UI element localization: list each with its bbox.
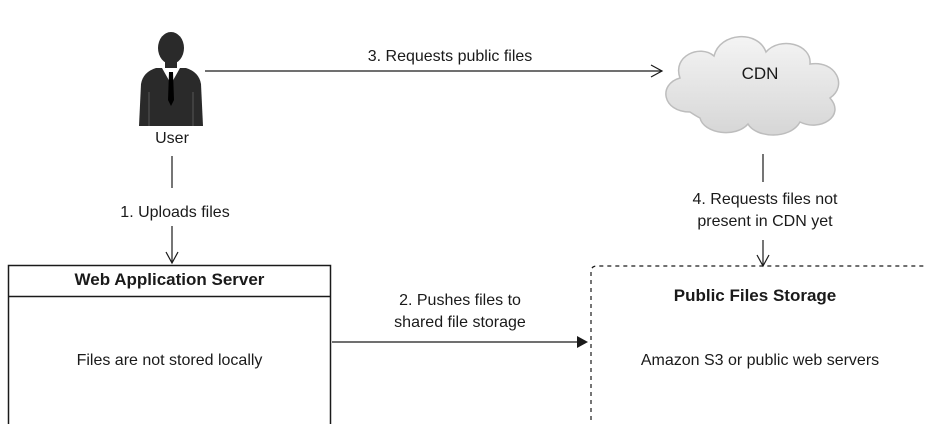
- step3-label: 3. Requests public files: [367, 48, 533, 65]
- arrow-server-to-storage: [332, 336, 588, 348]
- step4-label-line1: 4. Requests files not: [692, 191, 838, 208]
- storage-title: Public Files Storage: [673, 286, 837, 305]
- step2-label-line1: 2. Pushes files to: [399, 292, 521, 309]
- storage-box: [590, 265, 926, 424]
- web-server-box: [7, 264, 332, 424]
- step2-label-line2: shared file storage: [394, 314, 526, 331]
- user-icon: [139, 32, 203, 126]
- storage-description: Amazon S3 or public web servers: [640, 352, 880, 369]
- user-label: User: [155, 130, 189, 147]
- web-server-title: Web Application Server: [74, 270, 265, 289]
- step1-label: 1. Uploads files: [120, 204, 230, 221]
- step4-label-line2: present in CDN yet: [697, 213, 833, 230]
- cdn-label: CDN: [741, 64, 779, 83]
- cdn-cloud-icon: [665, 36, 840, 136]
- web-server-description: Files are not stored locally: [76, 352, 263, 369]
- arrow-user-to-cdn: [205, 64, 664, 78]
- arrow-user-to-server: [165, 156, 179, 265]
